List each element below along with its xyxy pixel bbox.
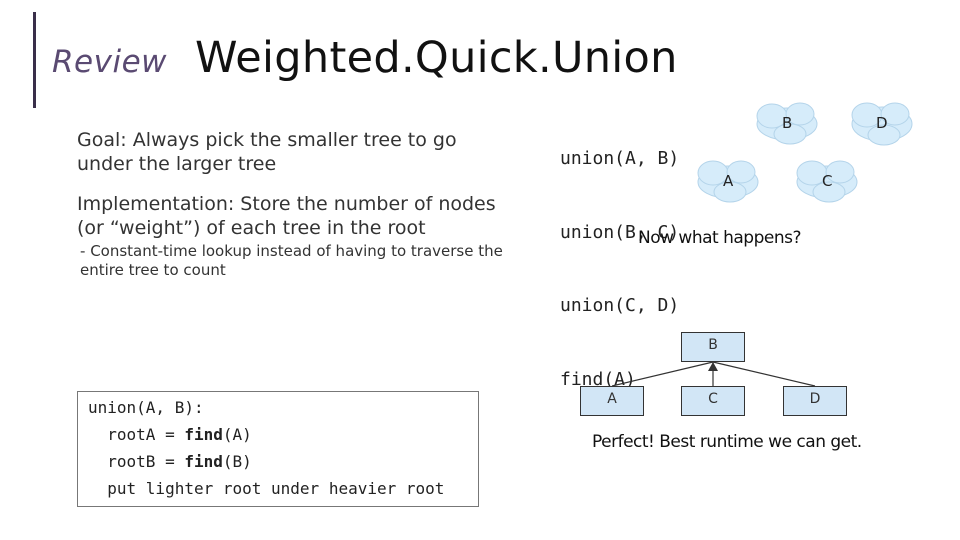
- tree-node-child: C: [681, 386, 745, 416]
- cloud-d-label: D: [876, 114, 888, 132]
- tree-node-root: B: [681, 332, 745, 362]
- operation-1: union(A, B): [560, 148, 680, 169]
- cloud-c-label: C: [822, 172, 833, 190]
- cloud-b-shape: [756, 102, 818, 145]
- cloud-b-label: B: [782, 114, 793, 132]
- sub-bullet-dash: -: [80, 242, 86, 260]
- bullet-implementation: Implementation: Store the number of node…: [77, 193, 496, 239]
- code-text: (B): [222, 452, 252, 471]
- code-text: rootA =: [88, 425, 185, 444]
- code-line-3: rootB = find(B): [88, 452, 252, 471]
- tree-node-child: D: [783, 386, 847, 416]
- bullet-goal: Goal: Always pick the smaller tree to go…: [77, 129, 457, 175]
- code-text: rootB =: [88, 452, 185, 471]
- cloud-a-shape: [697, 160, 759, 203]
- tree-arrowhead: [708, 362, 718, 371]
- result-text: Perfect! Best runtime we can get.: [592, 432, 862, 452]
- sub-bullet: - Constant-time lookup instead of having…: [80, 242, 520, 280]
- tree-node-child: A: [580, 386, 644, 416]
- section-label: Review: [52, 44, 167, 80]
- bullet-list: Goal: Always pick the smaller tree to go…: [77, 128, 517, 240]
- sub-bullet-text: Constant-time lookup instead of having t…: [80, 242, 503, 279]
- code-line-2: rootA = find(A): [88, 425, 252, 444]
- code-text: (A): [222, 425, 252, 444]
- code-keyword: find: [184, 425, 223, 444]
- cloud-a-label: A: [723, 172, 734, 190]
- operation-2: union(B, C): [560, 221, 680, 243]
- slide-title: Weighted.Quick.Union: [195, 33, 678, 83]
- accent-bar: [33, 12, 36, 108]
- code-keyword: find: [184, 452, 223, 471]
- cloud-d-shape: [851, 102, 913, 146]
- question-text: Now what happens?: [638, 228, 801, 248]
- operation-3: union(C, D): [560, 295, 680, 316]
- code-line-4: put lighter root under heavier root: [88, 479, 445, 498]
- cloud-c-shape: [796, 160, 858, 203]
- code-box: union(A, B): rootA = find(A) rootB = fin…: [77, 391, 479, 507]
- code-line-1: union(A, B):: [88, 398, 204, 417]
